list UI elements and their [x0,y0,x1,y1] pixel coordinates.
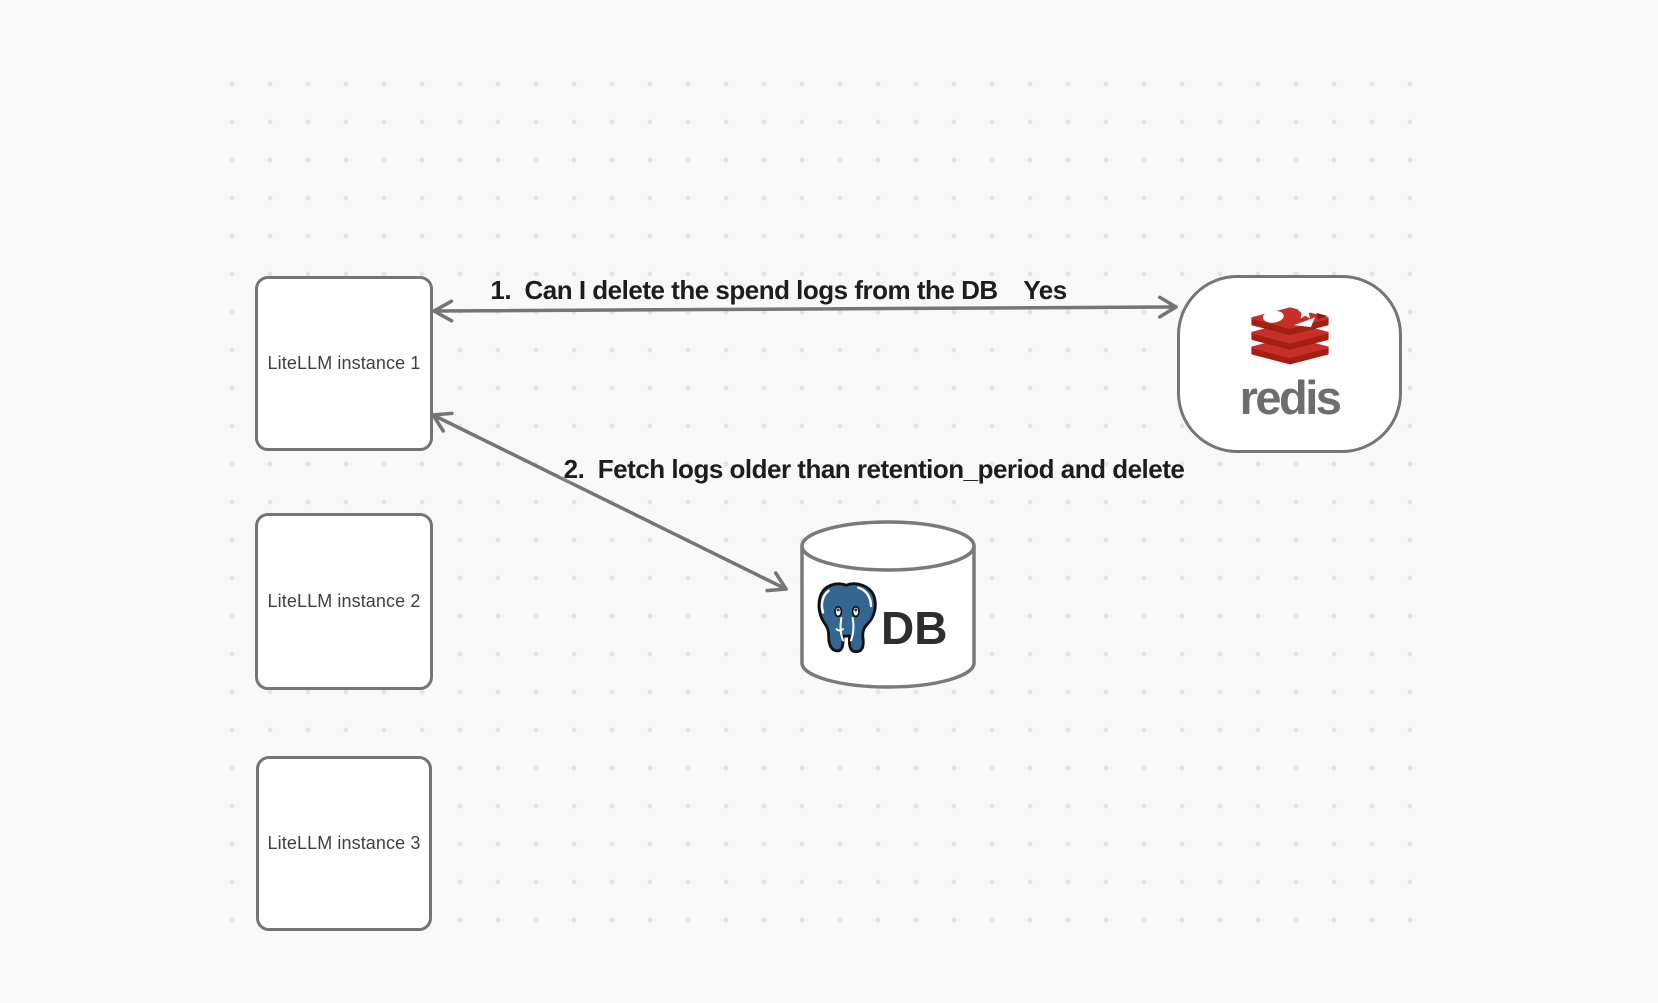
redis-wordmark: redis [1239,371,1342,424]
database-label: DB [881,602,948,654]
node-database[interactable]: DB [799,519,977,690]
node-litellm-instance-3[interactable]: LiteLLM instance 3 [256,756,432,931]
node-label: LiteLLM instance 1 [267,353,421,373]
edge-1-response-label[interactable]: Yes [1023,275,1067,305]
edge-1-label[interactable]: 1. Can I delete the spend logs from the … [490,275,998,305]
edge-1-arrow[interactable] [432,295,1178,323]
node-label: LiteLLM instance 2 [267,591,421,611]
edge-2-label[interactable]: 2. Fetch logs older than retention_perio… [563,454,1185,484]
edge-2-arrow[interactable] [431,411,788,593]
node-redis[interactable]: redis [1177,275,1402,453]
node-litellm-instance-2[interactable]: LiteLLM instance 2 [255,513,433,690]
database-cylinder-icon [800,520,976,689]
node-litellm-instance-1[interactable]: LiteLLM instance 1 [255,276,433,451]
node-label: LiteLLM instance 3 [267,833,421,853]
redis-logo-icon [1250,307,1329,365]
postgresql-elephant-icon [817,582,877,654]
